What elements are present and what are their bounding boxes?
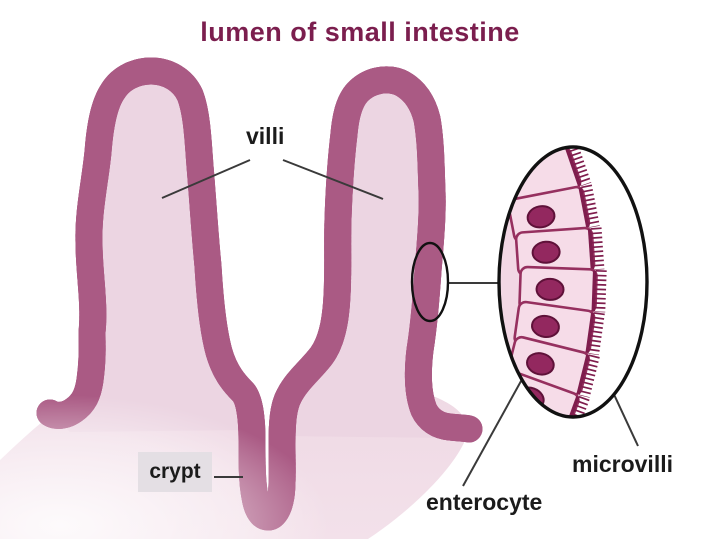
nucleus (531, 314, 560, 339)
inset-magnified-view (497, 145, 649, 419)
nucleus (526, 205, 556, 229)
diagram-title: lumen of small intestine (200, 17, 520, 47)
nucleus (531, 240, 561, 264)
villi-pointer-right (282, 159, 384, 200)
lumen-gap (197, 58, 347, 517)
inset-ellipse-outline (497, 145, 649, 419)
enterocyte-cell (507, 184, 600, 243)
villi-pointer-left (161, 159, 251, 199)
label-crypt: crypt (138, 452, 212, 492)
nucleus (535, 277, 565, 301)
label-enterocyte: enterocyte (426, 489, 543, 515)
enterocyte-cell (514, 226, 605, 277)
label-microvilli: microvilli (572, 451, 673, 477)
nucleus (526, 352, 555, 376)
magnifier-source-ellipse (410, 241, 450, 323)
label-villi: villi (246, 123, 285, 149)
